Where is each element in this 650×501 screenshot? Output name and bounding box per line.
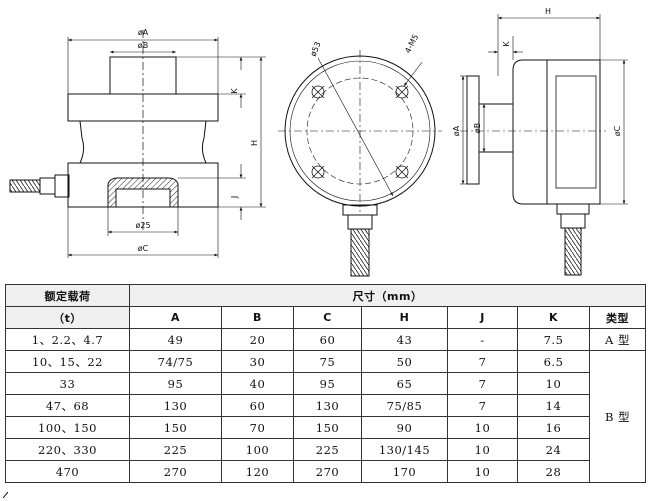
table-row: 220、330 225 100 225 130/145 10 24: [5, 438, 646, 461]
b-cell: 100: [221, 438, 294, 461]
side-dim-c: øC: [613, 125, 622, 136]
b-cell: 120: [221, 460, 294, 483]
c-cell: 270: [293, 460, 362, 483]
side-dim-k: K: [502, 41, 511, 47]
front-dim-h: H: [250, 140, 259, 146]
a-cell: 150: [129, 416, 222, 439]
a-cell: 130: [129, 394, 222, 417]
col-k-header: K: [517, 306, 590, 329]
b-cell: 20: [221, 328, 294, 351]
j-cell: 10: [447, 438, 518, 461]
load-cell: 1、2.2、4.7: [5, 328, 130, 351]
j-cell: 7: [447, 394, 518, 417]
front-dim-c: øC: [138, 244, 149, 253]
h-cell: 50: [361, 350, 448, 373]
j-cell: -: [447, 328, 518, 351]
h-cell: 65: [361, 372, 448, 395]
col-a-header: A: [129, 306, 222, 329]
k-cell: 14: [517, 394, 590, 417]
c-cell: 95: [293, 372, 362, 395]
c-cell: 130: [293, 394, 362, 417]
load-cell: 10、15、22: [5, 350, 130, 373]
load-cell: 470: [5, 460, 130, 483]
table-row: 47、68 130 60 130 75/85 7 14: [5, 394, 646, 417]
front-dim-a: øA: [138, 28, 149, 37]
type-a-cell: A 型: [588, 328, 647, 351]
j-cell: 10: [447, 416, 518, 439]
k-cell: 7.5: [517, 328, 590, 351]
a-cell: 225: [129, 438, 222, 461]
h-cell: 43: [361, 328, 448, 351]
a-cell: 270: [129, 460, 222, 483]
h-cell: 130/145: [361, 438, 448, 461]
j-cell: 7: [447, 372, 518, 395]
k-cell: 10: [517, 372, 590, 395]
a-cell: 95: [129, 372, 222, 395]
spec-table: 额定载荷 尺寸（mm） （t） A B C H J K 类型 1、2.2、4.7…: [5, 284, 647, 483]
side-dim-b: øB: [473, 123, 482, 133]
table-row: 470 270 120 270 170 10 28: [5, 460, 646, 483]
k-cell: 24: [517, 438, 590, 461]
b-cell: 30: [221, 350, 294, 373]
c-cell: 75: [293, 350, 362, 373]
col-h-header: H: [361, 306, 448, 329]
k-cell: 16: [517, 416, 590, 439]
b-cell: 70: [221, 416, 294, 439]
b-cell: 60: [221, 394, 294, 417]
col-j-header: J: [447, 306, 518, 329]
dimensions-header: 尺寸（mm）: [128, 284, 647, 307]
side-dim-h: H: [545, 7, 551, 16]
a-cell: 49: [129, 328, 222, 351]
j-cell: 10: [447, 460, 518, 483]
top-view: [278, 50, 442, 277]
h-cell: 170: [361, 460, 448, 483]
h-cell: 75/85: [361, 394, 448, 417]
rated-load-header: 额定载荷: [5, 284, 130, 307]
table-row: 100、150 150 70 150 90 10 16: [5, 416, 646, 439]
k-cell: 28: [517, 460, 590, 483]
load-cell: 33: [5, 372, 130, 395]
corner-mark: [3, 492, 8, 498]
type-header: 类型: [588, 306, 647, 329]
load-cell: 100、150: [5, 416, 130, 439]
type-b-cell: B 型: [588, 350, 647, 483]
top-dim-holes: 4-M5: [403, 33, 420, 55]
c-cell: 150: [293, 416, 362, 439]
engineering-drawing: øA øB ø25 øC H K J ø53 4-M5: [9, 7, 628, 277]
b-cell: 40: [221, 372, 294, 395]
c-cell: 60: [293, 328, 362, 351]
h-cell: 90: [361, 416, 448, 439]
table-row: 33 95 40 95 65 7 10: [5, 372, 646, 395]
unit-header: （t）: [5, 306, 130, 329]
table-row: 1、2.2、4.7 49 20 60 43 - 7.5 A 型: [5, 328, 647, 351]
table-row: 10、15、22 74/75 30 75 50 7 6.5 B 型: [5, 350, 647, 483]
col-b-header: B: [221, 306, 294, 329]
load-cell: 220、330: [5, 438, 130, 461]
k-cell: 6.5: [517, 350, 590, 373]
top-dim-53: ø53: [309, 40, 323, 57]
front-dim-k: K: [230, 88, 239, 94]
front-view: [9, 30, 266, 258]
side-view: [460, 14, 628, 276]
col-c-header: C: [293, 306, 362, 329]
a-cell: 74/75: [129, 350, 222, 373]
load-cell: 47、68: [5, 394, 130, 417]
front-dim-j: J: [230, 196, 239, 199]
front-dim-b: øB: [138, 41, 148, 50]
c-cell: 225: [293, 438, 362, 461]
j-cell: 7: [447, 350, 518, 373]
side-dim-a: øA: [452, 125, 461, 136]
front-dim-25: ø25: [135, 221, 150, 230]
